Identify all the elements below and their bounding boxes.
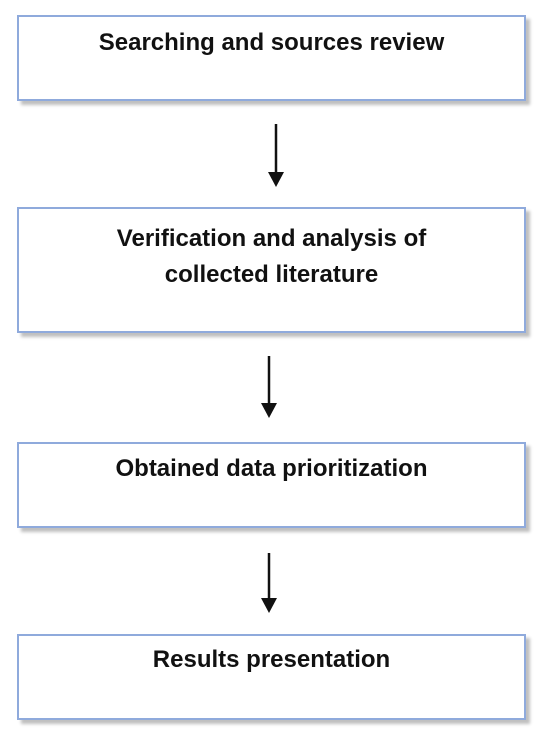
arrow-down-icon: [261, 553, 277, 613]
arrow-down-icon: [261, 356, 277, 418]
step-label-1: Searching and sources review: [98, 29, 445, 56]
step-label-2: Verification and analysis of collected l…: [116, 225, 427, 288]
step-box-2: Verification and analysis of collected l…: [17, 207, 526, 333]
step-box-1: Searching and sources review: [17, 15, 526, 101]
step-box-4: Results presentation: [17, 634, 526, 720]
step-box-3: Obtained data prioritization: [17, 442, 526, 528]
step-label-4: Results presentation: [152, 646, 391, 673]
arrow-down-icon: [268, 124, 284, 187]
step-label-3: Obtained data prioritization: [115, 455, 428, 482]
